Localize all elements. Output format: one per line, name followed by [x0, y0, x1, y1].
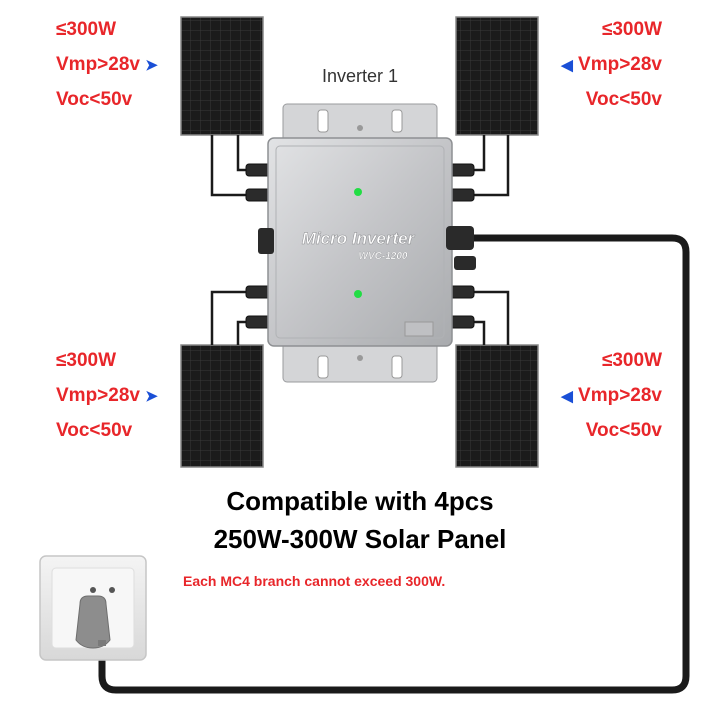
panel-specs-bottom-left: ≤300W Vmp>28v ➤ Voc<50v — [56, 349, 158, 454]
headline: Compatible with 4pcs 250W-300W Solar Pan… — [150, 482, 570, 558]
headline-line-1: Compatible with 4pcs — [226, 486, 494, 516]
status-led-top — [354, 188, 362, 196]
voc-spec: Voc<50v — [56, 420, 133, 441]
vmp-spec: Vmp>28v — [578, 385, 662, 406]
panel-specs-top-right: ≤300W ◀ Vmp>28v Voc<50v — [540, 18, 662, 123]
power-rating: ≤300W — [56, 19, 117, 40]
branch-warning: Each MC4 branch cannot exceed 300W. — [183, 573, 446, 589]
mc4-connectors — [245, 163, 475, 329]
power-rating: ≤300W — [56, 350, 117, 371]
panel-specs-bottom-right: ≤300W ◀ Vmp>28v Voc<50v — [540, 349, 662, 454]
solar-panel-bottom-left — [180, 344, 264, 468]
micro-inverter — [258, 103, 476, 383]
arrow-right-icon: ➤ — [145, 388, 158, 405]
vmp-spec: Vmp>28v — [56, 54, 140, 75]
ac-cable — [98, 234, 690, 694]
arrow-left-icon: ◀ — [561, 57, 573, 74]
panel-specs-top-left: ≤300W Vmp>28v ➤ Voc<50v — [56, 18, 158, 123]
vmp-spec: Vmp>28v — [578, 54, 662, 75]
headline-line-2: 250W-300W Solar Panel — [213, 524, 507, 554]
solar-panel-top-right — [455, 16, 539, 136]
wall-socket — [39, 555, 147, 661]
inverter-label: Inverter 1 — [321, 66, 399, 86]
arrow-left-icon: ◀ — [561, 388, 573, 405]
arrow-right-icon: ➤ — [145, 57, 158, 74]
voc-spec: Voc<50v — [585, 89, 662, 110]
status-led-bottom — [354, 290, 362, 298]
voc-spec: Voc<50v — [56, 89, 133, 110]
solar-panel-bottom-right — [455, 344, 539, 468]
solar-panel-top-left — [180, 16, 264, 136]
inverter-model: WVC-1200 — [359, 251, 408, 262]
inverter-brand: Micro Inverter — [302, 229, 416, 248]
voc-spec: Voc<50v — [585, 420, 662, 441]
power-rating: ≤300W — [601, 19, 662, 40]
power-rating: ≤300W — [601, 350, 662, 371]
vmp-spec: Vmp>28v — [56, 385, 140, 406]
